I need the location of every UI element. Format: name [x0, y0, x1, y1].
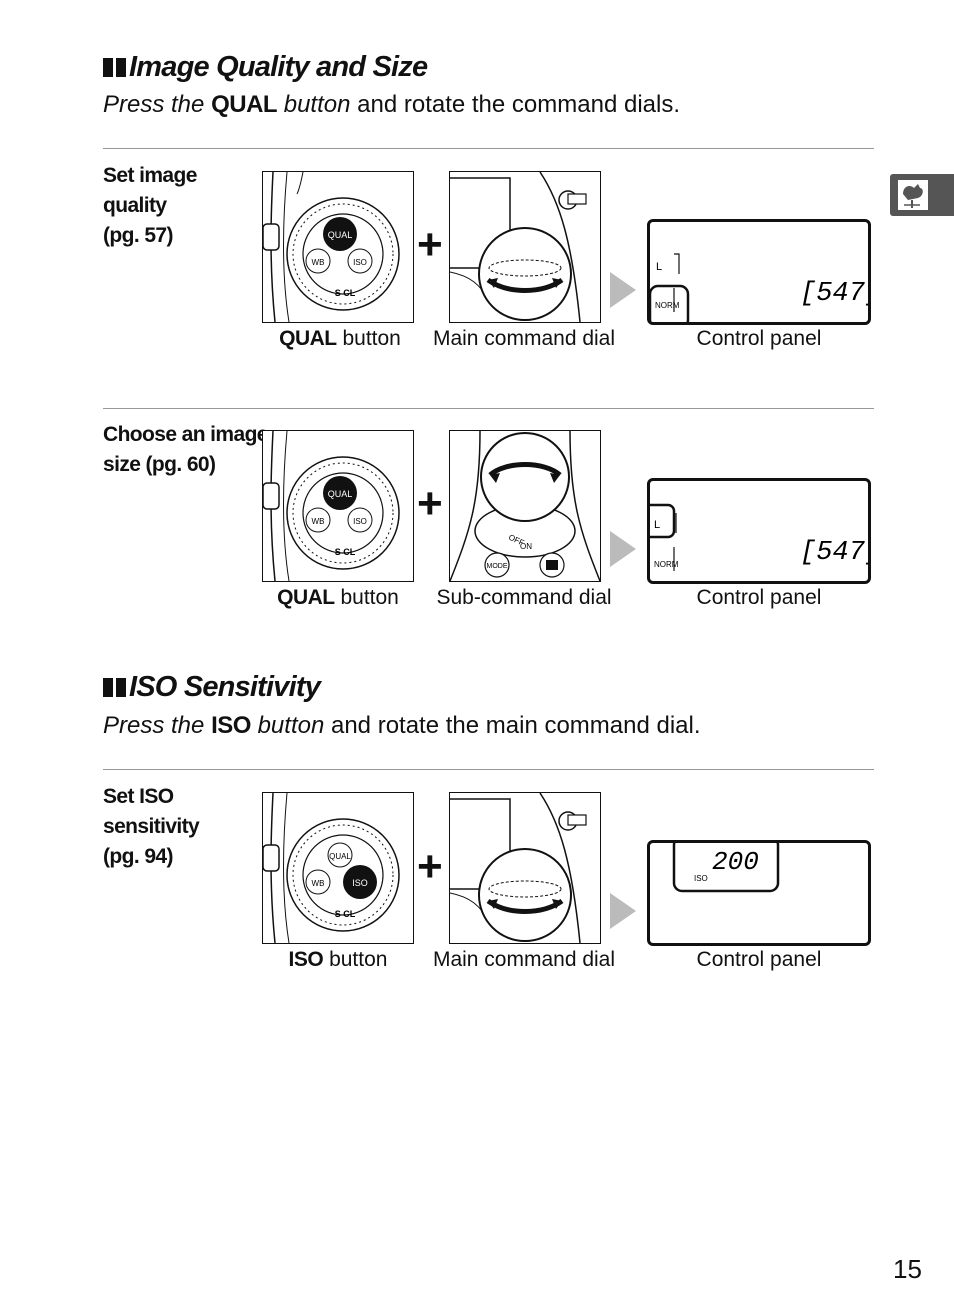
iso-button-caption: ISO button	[288, 948, 388, 971]
svg-text:200: 200	[712, 847, 759, 877]
row-label-iso: Set ISO sensitivity (pg. 94)	[103, 785, 200, 868]
svg-text:ISO: ISO	[353, 258, 367, 267]
bullet-mark	[116, 58, 126, 77]
bullet-mark	[103, 678, 113, 697]
svg-text:NORM: NORM	[655, 301, 680, 310]
bullet-mark	[116, 678, 126, 697]
section-title-image-quality: Image Quality and Size	[103, 53, 428, 82]
lcd-segments: L NORM [547]	[642, 503, 881, 571]
rooster-weathervane-icon	[898, 180, 928, 210]
arrow-right-icon	[610, 272, 636, 308]
svg-text:QUAL: QUAL	[328, 489, 353, 499]
svg-text:ON: ON	[520, 542, 532, 551]
plus-sign: +	[417, 842, 443, 891]
sub-dial-caption: Sub-command dial	[436, 586, 612, 609]
page-number: 15	[893, 1254, 922, 1284]
svg-text:S CL: S CL	[335, 909, 356, 919]
control-panel-caption: Control panel	[696, 948, 822, 971]
svg-text:QUAL: QUAL	[329, 852, 351, 861]
qual-button-photo: QUAL WB ISO S CL	[262, 171, 414, 323]
svg-text:QUAL: QUAL	[328, 230, 353, 240]
qual-button-photo: QUAL WB ISO S CL	[262, 430, 414, 582]
main-command-dial-photo	[449, 792, 601, 944]
svg-text:ISO: ISO	[353, 517, 367, 526]
divider	[103, 408, 874, 409]
plus-sign: +	[417, 220, 443, 269]
control-panel-display: L NORM [547]	[642, 478, 881, 584]
svg-text:S CL: S CL	[335, 288, 356, 298]
section-intro-iso: Press the ISO button and rotate the main…	[103, 712, 701, 739]
lcd-segments: L NORM [547]	[648, 253, 881, 330]
svg-text:WB: WB	[312, 258, 325, 267]
sub-dial-illustration: OFF ON MODE	[450, 431, 600, 581]
svg-text:[547]: [547]	[800, 538, 868, 568]
camera-buttons-illustration: QUAL WB ISO S CL	[263, 172, 400, 322]
main-dial-illustration	[450, 793, 587, 943]
main-dial-caption: Main command dial	[432, 948, 616, 971]
svg-text:[547]: [547]	[800, 279, 868, 309]
bullet-mark	[103, 58, 113, 77]
qual-button-caption: QUAL button	[279, 327, 401, 350]
control-panel-caption: Control panel	[696, 586, 822, 609]
plus-sign: +	[417, 479, 443, 528]
svg-text:WB: WB	[312, 879, 325, 888]
divider	[103, 148, 874, 149]
qual-button-caption: QUAL button	[277, 586, 399, 609]
row-label-image-quality: Set image quality (pg. 57)	[103, 164, 197, 247]
sub-command-dial-photo: OFF ON MODE	[449, 430, 601, 582]
section-title-iso: ISO Sensitivity	[103, 673, 321, 702]
main-dial-caption: Main command dial	[432, 327, 616, 350]
control-panel-display: ISO 200	[647, 835, 871, 946]
chapter-tab	[890, 174, 954, 216]
svg-text:ISO: ISO	[694, 874, 708, 883]
main-command-dial-photo	[449, 171, 601, 323]
svg-text:L: L	[656, 261, 662, 273]
control-panel-caption: Control panel	[696, 327, 822, 350]
svg-text:L: L	[654, 519, 660, 531]
control-panel-display: L NORM [547]	[647, 219, 881, 330]
camera-buttons-illustration: QUAL WB ISO S CL	[263, 431, 400, 581]
arrow-right-icon	[610, 531, 636, 567]
svg-text:WB: WB	[312, 517, 325, 526]
svg-text:NORM: NORM	[654, 560, 679, 569]
svg-text:S CL: S CL	[335, 547, 356, 557]
svg-text:ISO: ISO	[352, 878, 368, 888]
svg-text:MODE: MODE	[487, 563, 508, 570]
camera-buttons-illustration: QUAL WB ISO S CL	[263, 793, 400, 943]
iso-button-photo: QUAL WB ISO S CL	[262, 792, 414, 944]
main-dial-illustration	[450, 172, 587, 322]
row-label-image-size: Choose an image size (pg. 60)	[103, 423, 268, 476]
arrow-right-icon	[610, 893, 636, 929]
divider	[103, 769, 874, 770]
section-intro-image-quality: Press the QUAL button and rotate the com…	[103, 91, 680, 118]
lcd-segments: ISO 200	[672, 835, 780, 893]
